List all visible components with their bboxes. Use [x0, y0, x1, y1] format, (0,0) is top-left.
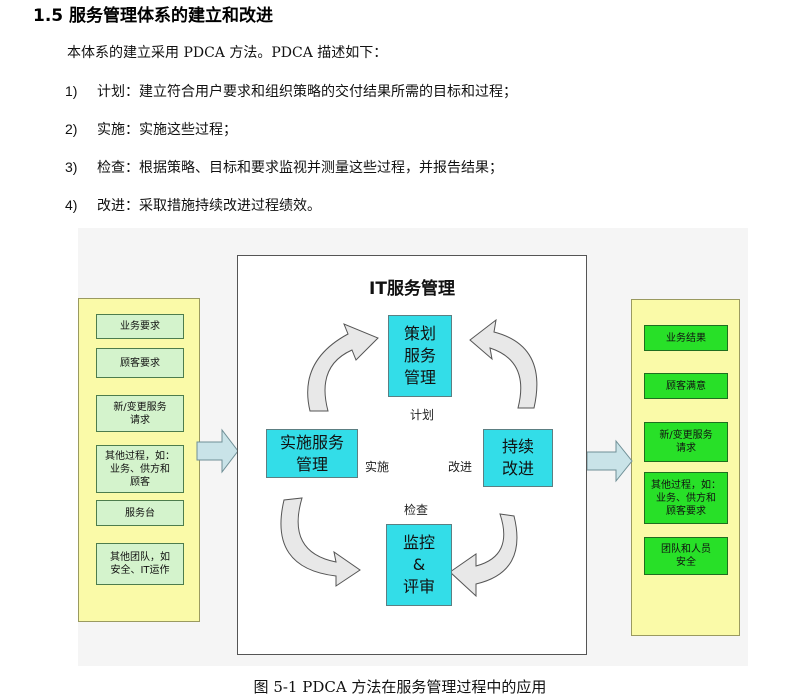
output-box: 新/变更服务 请求 — [644, 422, 728, 462]
list-number: 1) — [65, 83, 78, 99]
input-box: 其他过程，如： 业务、供方和 顾客 — [96, 445, 184, 493]
list-item: 2) 实施：实施这些过程； — [65, 119, 237, 139]
do-box: 实施服务 管理 — [266, 429, 358, 478]
act-box: 持续 改进 — [483, 429, 553, 487]
list-text: 改进：采取措施持续改进过程绩效。 — [97, 198, 321, 214]
section-title: 服务管理体系的建立和改进 — [69, 6, 274, 26]
output-box: 业务结果 — [644, 325, 728, 351]
output-panel: 业务结果 顾客满意 新/变更服务 请求 其他过程，如： 业务、供方和 顾客要求 … — [631, 299, 740, 636]
input-box: 顾客要求 — [96, 348, 184, 378]
phase-do-label: 实施 — [365, 460, 390, 474]
list-text: 检查：根据策略、目标和要求监视并测量这些过程，并报告结果； — [97, 160, 503, 176]
input-panel: 业务要求 顾客要求 新/变更服务 请求 其他过程，如： 业务、供方和 顾客 服务… — [78, 298, 200, 622]
plan-box: 策划 服务 管理 — [388, 315, 452, 397]
phase-check-label: 检查 — [404, 503, 429, 517]
output-box: 顾客满意 — [644, 373, 728, 399]
list-item: 4) 改进：采取措施持续改进过程绩效。 — [65, 195, 321, 215]
section-heading: 1.5 服务管理体系的建立和改进 — [33, 1, 273, 26]
input-box: 其他团队，如 安全、IT运作 — [96, 543, 184, 585]
input-arrow-icon — [196, 428, 239, 474]
phase-act-label: 改进 — [448, 460, 473, 474]
intro-paragraph: 本体系的建立采用 PDCA 方法。PDCA 描述如下： — [67, 45, 388, 61]
cycle-arrows-icon — [280, 318, 538, 598]
input-box: 业务要求 — [96, 314, 184, 339]
pdca-figure: 业务要求 顾客要求 新/变更服务 请求 其他过程，如： 业务、供方和 顾客 服务… — [78, 228, 748, 666]
it-service-management-panel: IT服务管理 策划 服务 管理 实施服务 管理 持续 改进 监控 & 评审 计划… — [237, 255, 587, 655]
section-number: 1.5 — [33, 6, 64, 26]
output-box: 团队和人员 安全 — [644, 537, 728, 575]
phase-plan-label: 计划 — [410, 408, 435, 422]
diagram-title: IT服务管理 — [369, 279, 455, 299]
output-box: 其他过程，如： 业务、供方和 顾客要求 — [644, 472, 728, 524]
input-box: 新/变更服务 请求 — [96, 395, 184, 432]
list-item: 1) 计划：建立符合用户要求和组织策略的交付结果所需的目标和过程； — [65, 81, 517, 101]
list-number: 4) — [65, 197, 78, 213]
list-number: 3) — [65, 159, 78, 175]
figure-caption: 图 5-1 PDCA 方法在服务管理过程中的应用 — [253, 678, 547, 696]
list-text: 计划：建立符合用户要求和组织策略的交付结果所需的目标和过程； — [97, 84, 517, 100]
input-box: 服务台 — [96, 500, 184, 526]
list-item: 3) 检查：根据策略、目标和要求监视并测量这些过程，并报告结果； — [65, 157, 503, 177]
output-arrow-icon — [586, 439, 633, 483]
check-box: 监控 & 评审 — [386, 524, 452, 606]
list-text: 实施：实施这些过程； — [97, 122, 237, 138]
list-number: 2) — [65, 121, 78, 137]
